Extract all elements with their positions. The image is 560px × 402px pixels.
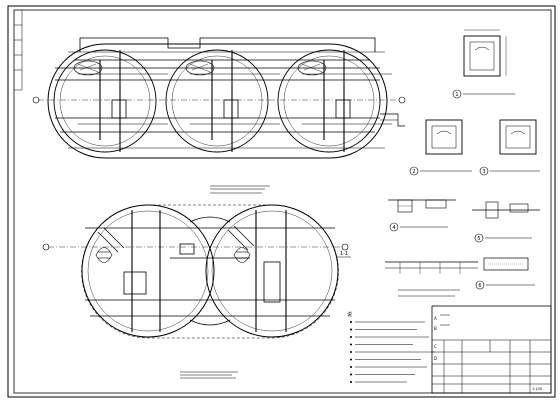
title-block	[431, 305, 552, 394]
upper-plan-caption	[210, 185, 270, 194]
note-bullet	[349, 335, 353, 339]
note-bullet	[349, 358, 353, 361]
notes-lines	[349, 320, 435, 384]
notes-heading: 说	[347, 311, 352, 318]
title-rev-c: C	[434, 344, 437, 349]
note-bullet	[349, 373, 353, 376]
left-margin-strip	[14, 10, 23, 91]
outer-border	[7, 5, 556, 398]
detail-3-number: 3	[482, 169, 485, 175]
detail-1	[452, 29, 515, 99]
lower-plan-caption	[180, 371, 238, 379]
title-rev-b: B	[434, 326, 437, 331]
note-bullet	[349, 365, 353, 369]
note-bullet	[349, 320, 353, 324]
detail-4	[388, 199, 456, 232]
detail-6-number: 6	[478, 283, 481, 289]
note-bullet	[349, 380, 353, 384]
section-mark: 1-1	[340, 251, 348, 257]
detail-2	[409, 119, 472, 176]
note-bullet	[349, 328, 353, 331]
detail-2-number: 2	[412, 169, 415, 175]
note-bullet	[349, 343, 353, 346]
title-rev-a: A	[434, 316, 437, 321]
inner-border	[13, 9, 552, 394]
title-rev-d: D	[434, 356, 437, 361]
detail-3	[479, 119, 540, 176]
detail-1-number: 1	[455, 92, 458, 98]
lower-tank-plan	[42, 204, 349, 339]
title-value: 1:100	[532, 387, 542, 391]
upper-tank-plan	[32, 37, 406, 159]
detail-5-number: 5	[477, 236, 480, 242]
note-bullet	[349, 350, 353, 354]
detail-4-number: 4	[392, 225, 395, 231]
detail-6	[385, 257, 535, 297]
detail-5	[472, 201, 540, 243]
